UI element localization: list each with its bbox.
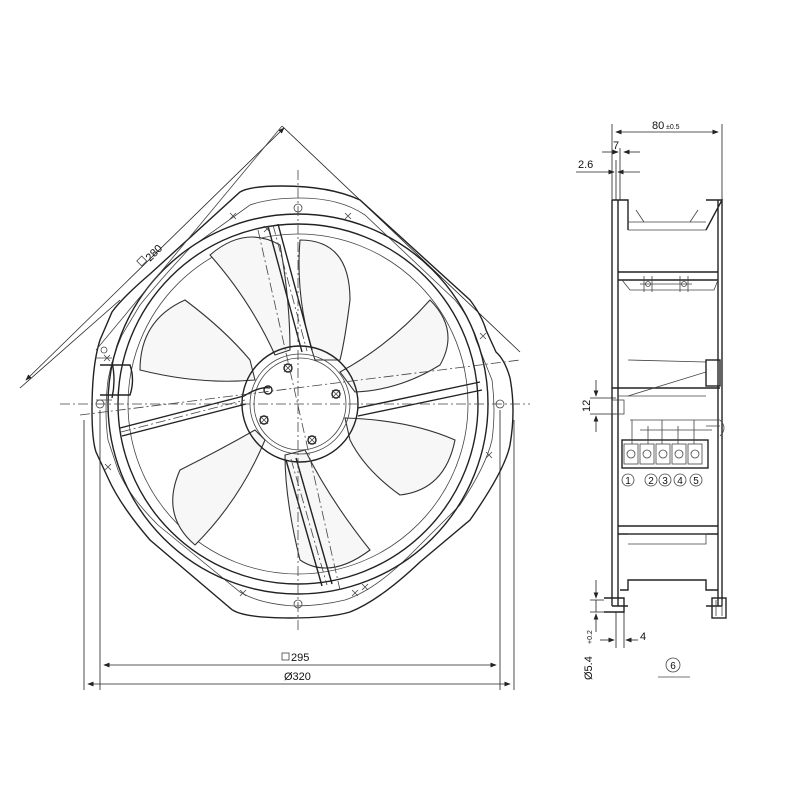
dim-4-label: 4 xyxy=(640,631,646,643)
dim-depth-tol: ±0.5 xyxy=(666,124,680,131)
dim-diag: 280 xyxy=(19,125,521,389)
dim-width-label: 295 xyxy=(291,652,309,664)
terminal-2: 2 xyxy=(648,476,654,487)
dim-diameter-label: Ø320 xyxy=(284,671,311,683)
housing-outline xyxy=(91,185,514,619)
dim-7-label: 7 xyxy=(613,140,619,152)
side-housing xyxy=(611,199,724,607)
dim-2-6-label: 2.6 xyxy=(578,159,593,171)
terminal-block xyxy=(621,419,725,469)
dim-bottom: 295 Ø320 xyxy=(83,410,515,690)
hub-screws xyxy=(259,363,341,445)
dim-hole-tol: +0.2 xyxy=(587,630,594,644)
ref-6-label: 6 xyxy=(670,661,676,672)
dim-hole-label: Ø5.4 xyxy=(583,656,595,680)
terminal-4: 4 xyxy=(677,476,683,487)
terminal-labels: 1 2 3 4 5 xyxy=(621,473,703,487)
dim-depth-label: 80 xyxy=(652,120,664,132)
terminal-1: 1 xyxy=(625,476,631,487)
terminal-5: 5 xyxy=(693,476,699,487)
dim-12-label: 12 xyxy=(581,400,593,412)
front-view: 280 295 Ø320 xyxy=(19,125,530,690)
side-view: 80 ±0.5 7 2.6 xyxy=(576,120,727,680)
terminal-3: 3 xyxy=(662,476,668,487)
